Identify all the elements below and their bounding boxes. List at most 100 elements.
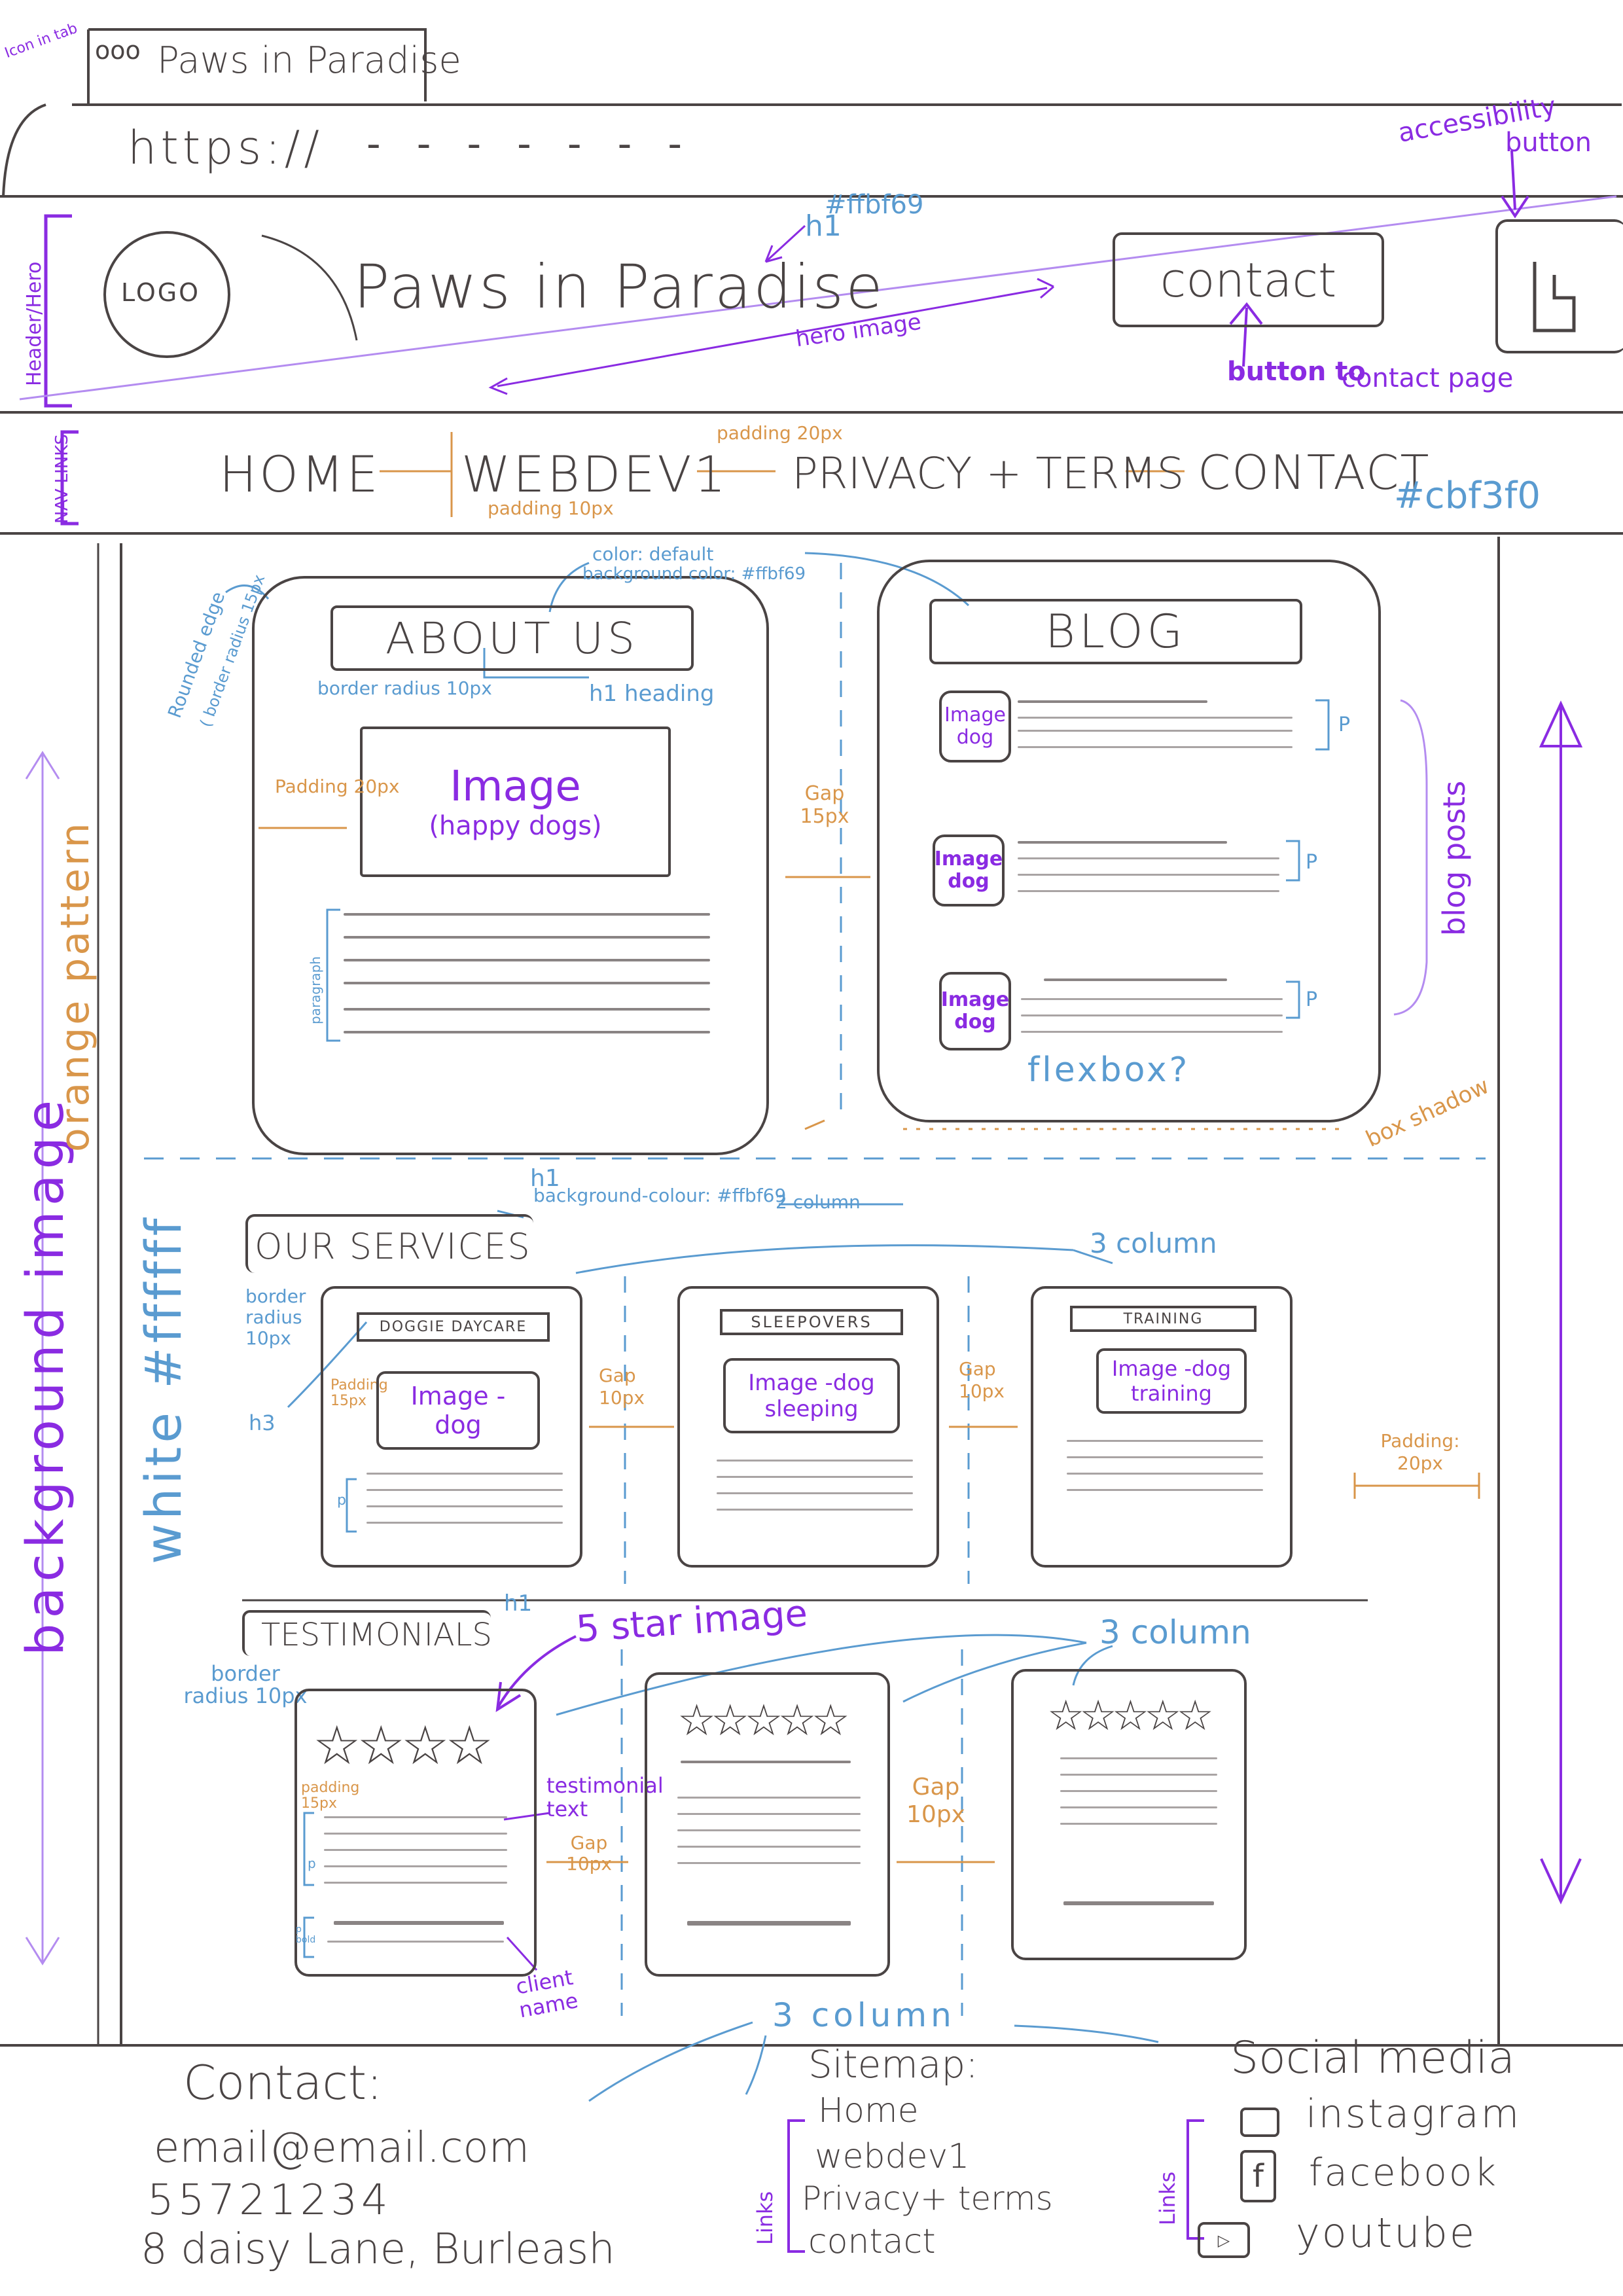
service-card bbox=[677, 1286, 939, 1568]
instagram-icon bbox=[1240, 2108, 1279, 2137]
services-heading: OUR SERVICES bbox=[245, 1214, 533, 1273]
blog-post-image: Image dog bbox=[939, 972, 1011, 1050]
tab-title[interactable]: Paws in Paradise bbox=[157, 39, 461, 82]
service-card-image: Image -dog training bbox=[1096, 1348, 1247, 1414]
social-links-note: Links bbox=[1155, 2171, 1180, 2225]
sitemap-link-privacy[interactable]: Privacy+ terms bbox=[802, 2179, 1053, 2217]
accessibility-note-2: button bbox=[1505, 128, 1592, 158]
sitemap-link-contact[interactable]: contact bbox=[808, 2222, 936, 2261]
contact-button-label: contact bbox=[1160, 252, 1337, 308]
sitemap-link-webdev1[interactable]: webdev1 bbox=[815, 2137, 970, 2176]
footer-email[interactable]: email@email.com bbox=[154, 2124, 530, 2172]
contact-note-1: button to bbox=[1227, 357, 1366, 387]
blog-post-p: P bbox=[1306, 851, 1318, 874]
tab-dots: ooo bbox=[95, 36, 141, 65]
blog-post-image: Image dog bbox=[939, 691, 1011, 762]
testimonial-padding-note: padding 15px bbox=[301, 1780, 360, 1812]
testimonials-border-radius-note: border radius 10px bbox=[183, 1661, 308, 1708]
address-dashes: - - - - - - - bbox=[366, 121, 694, 167]
about-border-radius-note: border radius 10px bbox=[317, 677, 492, 699]
social-heading: Social media bbox=[1230, 2032, 1516, 2084]
social-link-instagram[interactable]: instagram bbox=[1306, 2091, 1522, 2137]
service-card bbox=[1031, 1286, 1293, 1568]
footer-three-column-note: 3 column bbox=[772, 1996, 955, 2034]
youtube-icon: ▷ bbox=[1198, 2222, 1250, 2258]
nav-link-contact[interactable]: CONTACT bbox=[1198, 445, 1431, 500]
blog-posts-note: blog posts bbox=[1436, 780, 1472, 936]
testimonials-gap-note-2: Gap 10px bbox=[906, 1774, 965, 1828]
accessibility-button[interactable] bbox=[1495, 219, 1623, 353]
sitemap-heading: Sitemap: bbox=[808, 2042, 978, 2087]
testimonials-heading: TESTIMONIALS bbox=[242, 1610, 492, 1656]
nav-padding-bottom: padding 10px bbox=[488, 497, 614, 519]
star-rating: ☆☆☆☆☆ bbox=[677, 1695, 850, 1746]
testimonial-card bbox=[645, 1672, 890, 1977]
blog-post-p: P bbox=[1306, 988, 1318, 1011]
sitemap-links-note: Links bbox=[753, 2191, 777, 2245]
blog-post-image: Image dog bbox=[933, 834, 1005, 906]
testimonials-h1-note: h1 bbox=[504, 1590, 533, 1617]
services-h1-note: h1 bbox=[530, 1165, 560, 1192]
background-image-note: background image bbox=[16, 1094, 75, 1656]
white-note: white #ffffff bbox=[134, 1214, 192, 1564]
about-padding-note: Padding 20px bbox=[275, 776, 400, 797]
service-p-note: p bbox=[337, 1492, 346, 1509]
blog-heading: BLOG bbox=[929, 599, 1302, 664]
testimonial-bold-note: p bold bbox=[296, 1924, 316, 1945]
sitemap-link-home[interactable]: Home bbox=[818, 2091, 919, 2130]
about-image: Image (happy dogs) bbox=[360, 726, 671, 877]
address-url[interactable]: https:// bbox=[128, 121, 323, 175]
about-heading: ABOUT US bbox=[330, 605, 694, 671]
services-border-radius-note: border radius 10px bbox=[245, 1285, 306, 1349]
footer-contact-heading: Contact: bbox=[183, 2055, 383, 2110]
footer-address: 8 daisy Lane, Burleash bbox=[141, 2225, 615, 2274]
star-rating: ☆☆☆☆☆ bbox=[1047, 1692, 1214, 1740]
about-h1-note: h1 heading bbox=[589, 681, 715, 707]
nav-section-label: NAV LINKS bbox=[52, 434, 72, 524]
service-card-title: SLEEPOVERS bbox=[720, 1309, 903, 1335]
about-gap-note: Gap 15px bbox=[800, 782, 849, 828]
service-card-title: TRAINING bbox=[1070, 1306, 1257, 1332]
testimonials-three-column-note: 3 column bbox=[1099, 1613, 1251, 1651]
testimonial-p-note: p bbox=[308, 1856, 316, 1871]
nav-padding-top: padding 20px bbox=[717, 422, 843, 444]
color-note-2: background color: #ffbf69 bbox=[582, 564, 806, 584]
social-link-youtube[interactable]: youtube bbox=[1296, 2209, 1477, 2257]
orange-pattern-note: orange pattern bbox=[52, 820, 98, 1152]
logo[interactable]: LOGO bbox=[121, 278, 201, 307]
blog-card bbox=[877, 560, 1381, 1122]
service-card-image: Image -dog sleeping bbox=[723, 1358, 900, 1433]
services-gap-note-2: Gap 10px bbox=[959, 1358, 1005, 1402]
testimonial-text-note: testimonial text bbox=[546, 1773, 664, 1821]
nav-link-webdev1[interactable]: WEBDEV1 bbox=[461, 445, 728, 503]
h1-color-note: #ffbf69 bbox=[825, 190, 924, 220]
color-note-1: color: default bbox=[592, 543, 714, 565]
contact-button[interactable]: contact bbox=[1113, 232, 1384, 327]
service-card-image: Image -dog bbox=[376, 1371, 540, 1450]
social-link-facebook[interactable]: facebook bbox=[1309, 2150, 1498, 2195]
about-card bbox=[252, 576, 769, 1155]
nav-link-privacy[interactable]: PRIVACY + TERMS bbox=[792, 448, 1185, 499]
footer-phone[interactable]: 55721234 bbox=[147, 2176, 392, 2225]
nav-link-home[interactable]: HOME bbox=[219, 445, 381, 503]
testimonial-card bbox=[1011, 1669, 1247, 1960]
services-right-padding-note: Padding: 20px bbox=[1380, 1430, 1460, 1474]
two-column-note: 2 column bbox=[776, 1191, 861, 1213]
blog-post-p: P bbox=[1338, 713, 1351, 736]
h1-note: h1 bbox=[805, 209, 842, 243]
header-section-label: Header/Hero bbox=[23, 261, 46, 386]
nav-color-note: #cbf3f0 bbox=[1394, 475, 1541, 517]
service-card-title: DOGGIE DAYCARE bbox=[357, 1312, 550, 1342]
star-rating: ☆☆☆☆ bbox=[313, 1715, 493, 1777]
contact-note-2: contact page bbox=[1342, 363, 1514, 393]
facebook-icon: f bbox=[1240, 2150, 1276, 2202]
service-card bbox=[321, 1286, 582, 1568]
services-three-column-note: 3 column bbox=[1090, 1227, 1217, 1259]
paragraph-note: paragraph bbox=[308, 956, 323, 1024]
page-title: Paws in Paradise bbox=[353, 252, 885, 322]
testimonial-card bbox=[294, 1689, 537, 1977]
services-gap-note-1: Gap 10px bbox=[599, 1365, 645, 1408]
services-bg-note: background-colour: #ffbf69 bbox=[533, 1185, 787, 1206]
flexbox-note: flexbox? bbox=[1027, 1050, 1190, 1090]
